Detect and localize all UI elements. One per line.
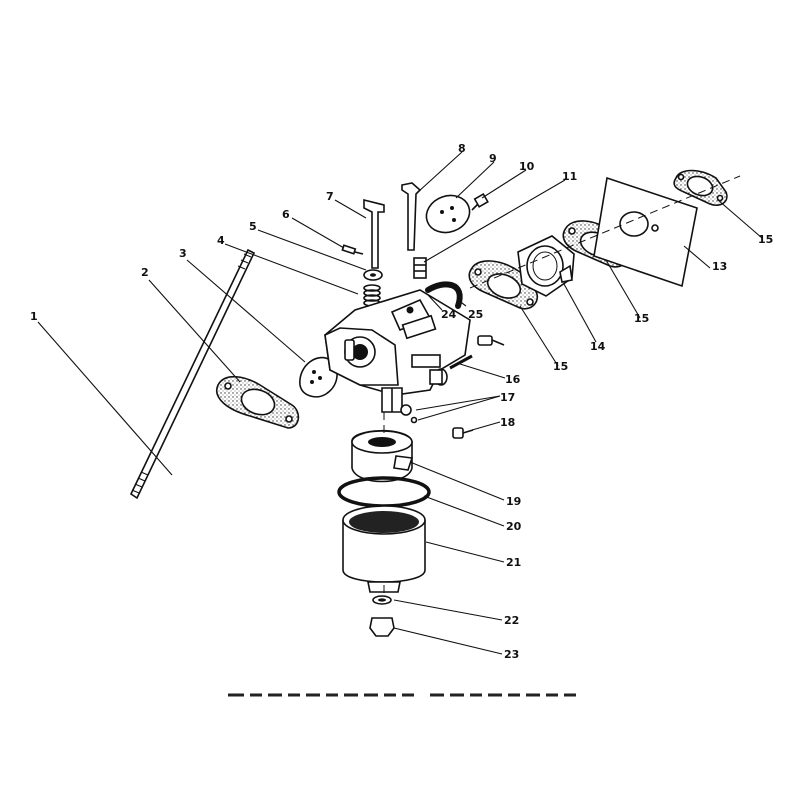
part-13-plate bbox=[593, 176, 698, 288]
callout-21: 21 bbox=[506, 556, 521, 569]
callout-8: 8 bbox=[458, 142, 466, 155]
callout-20: 20 bbox=[506, 520, 522, 533]
part-22-washer bbox=[372, 595, 392, 605]
idle-screw bbox=[477, 335, 505, 346]
callout-labels: 1 2 3 4 5 6 7 8 9 10 11 13 14 15 15 15 1… bbox=[30, 142, 773, 661]
part-18-screw bbox=[452, 427, 474, 439]
callout-1: 1 bbox=[30, 310, 38, 323]
callout-22: 22 bbox=[504, 614, 519, 627]
callout-16: 16 bbox=[505, 373, 521, 386]
callout-11: 11 bbox=[562, 170, 577, 183]
leader-lines bbox=[37, 151, 763, 655]
callout-25: 25 bbox=[468, 308, 483, 321]
callout-7: 7 bbox=[326, 190, 334, 203]
callout-23: 23 bbox=[504, 648, 519, 661]
callout-18: 18 bbox=[500, 416, 515, 429]
callout-9: 9 bbox=[489, 152, 497, 165]
callout-13: 13 bbox=[712, 260, 727, 273]
carburetor-body bbox=[324, 289, 471, 413]
part-5-washer bbox=[363, 269, 383, 281]
part-17-jet bbox=[400, 404, 418, 424]
callout-17: 17 bbox=[500, 391, 515, 404]
part-8-choke-shaft bbox=[401, 182, 422, 251]
callout-19: 19 bbox=[506, 495, 521, 508]
part-2-gasket bbox=[215, 375, 300, 429]
callout-24: 24 bbox=[441, 308, 457, 321]
part-7-throttle-shaft bbox=[363, 198, 385, 269]
callout-15-middle-right: 15 bbox=[634, 312, 649, 325]
assembly-centerlines bbox=[383, 175, 741, 598]
callout-2: 2 bbox=[141, 266, 149, 279]
callout-15-middle-left: 15 bbox=[553, 360, 568, 373]
callout-15-top-right: 15 bbox=[758, 233, 773, 246]
part-19-float bbox=[351, 429, 414, 483]
callout-5: 5 bbox=[249, 220, 257, 233]
part-3-throttle-plate bbox=[299, 356, 338, 398]
part-15-gasket-c bbox=[673, 169, 728, 207]
callout-6: 6 bbox=[282, 208, 290, 221]
callout-4: 4 bbox=[217, 234, 225, 247]
callout-3: 3 bbox=[179, 247, 187, 260]
part-10-screw bbox=[471, 192, 489, 211]
callout-14: 14 bbox=[590, 340, 606, 353]
part-21-float-bowl bbox=[342, 505, 426, 593]
part-1-stud bbox=[129, 248, 256, 500]
part-16-pin bbox=[449, 354, 473, 370]
part-9-choke-plate bbox=[425, 194, 471, 234]
part-6-screw bbox=[341, 244, 364, 255]
part-11-fitting bbox=[413, 257, 427, 279]
part-24-25-fuel-line bbox=[425, 281, 463, 309]
callout-10: 10 bbox=[519, 160, 535, 173]
part-23-nut bbox=[369, 617, 395, 637]
